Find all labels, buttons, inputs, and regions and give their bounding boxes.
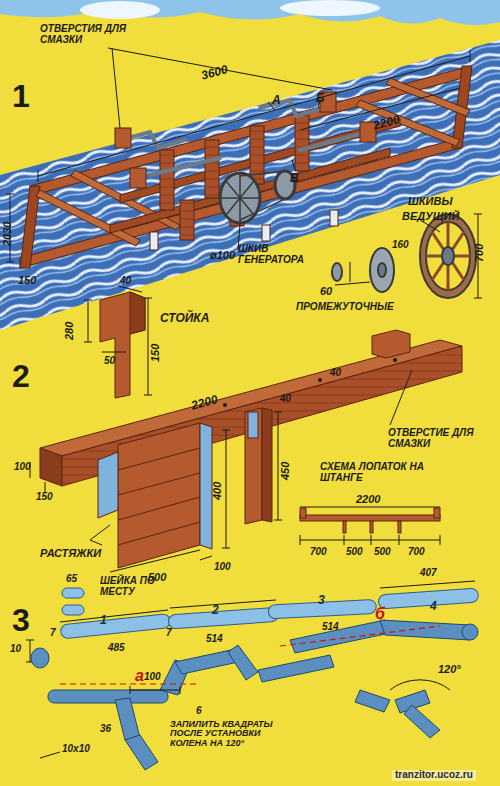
dimension-label: 120° [438, 664, 461, 676]
part-number: 3 [318, 594, 325, 607]
dimension-label: а [135, 668, 144, 685]
dimension-label: ЗАПИЛИТЬ КВАДРАТЫ ПОСЛЕ УСТАНОВКИ КОЛЕНА… [170, 720, 295, 748]
dimension-label: Б [316, 92, 325, 105]
dimension-label: 50 [104, 356, 115, 367]
dimension-label: СТОЙКА [160, 312, 209, 325]
section-number: 3 [12, 604, 30, 638]
dimension-label: 100 [144, 672, 161, 683]
dimension-label: 40 [280, 394, 291, 405]
dimension-label: В [290, 172, 299, 185]
dimension-label: 10х10 [62, 744, 90, 755]
dimension-label: 280 [64, 322, 76, 340]
part-number: 2 [212, 604, 219, 617]
dimension-label: РАСТЯЖКИ [40, 548, 101, 560]
dimension-label: ОТВЕРСТИЯ ДЛЯ СМАЗКИ [40, 24, 145, 45]
dimension-label: ШКИВ ГЕНЕРАТОРА [238, 244, 313, 265]
dimension-label: 407 [420, 568, 437, 579]
dimension-label: ø100 [210, 250, 235, 262]
dimension-label: 100 [214, 562, 231, 573]
dimension-label: 7 [50, 628, 56, 639]
dimension-label: б [375, 606, 385, 623]
section-number: 1 [12, 80, 30, 114]
part-number: 1 [100, 614, 107, 627]
dimension-label: СХЕМА ЛОПАТОК НА ШТАНГЕ [320, 462, 440, 483]
section-number: 2 [12, 360, 30, 394]
dimension-label: ШКИВЫ [408, 196, 452, 208]
dimension-label: 160 [392, 240, 409, 251]
dimension-label: 500 [374, 547, 391, 558]
dimension-label: 65 [66, 574, 77, 585]
dimension-label: 2030 [2, 222, 14, 246]
dimension-label: 500 [346, 547, 363, 558]
dimension-label: 6 [196, 706, 202, 717]
dimension-label: 150 [18, 275, 36, 287]
dimension-label: 700 [474, 244, 486, 262]
dimension-label: 40 [330, 368, 341, 379]
dimension-label: 150 [150, 344, 162, 362]
dimension-label: 100 [14, 462, 31, 473]
dimension-label: ШЕЙКА ПО МЕСТУ [100, 576, 160, 597]
dimension-label: 400 [212, 482, 224, 500]
dimension-label: 514 [206, 634, 223, 645]
dimension-label: 40 [120, 276, 131, 287]
dimension-label: 700 [408, 547, 425, 558]
dimension-label: ВЕДУЩИЙ [402, 211, 459, 223]
dimension-label: ОТВЕРСТИЕ ДЛЯ СМАЗКИ [388, 428, 488, 449]
dimension-label: 514 [322, 622, 339, 633]
dimension-label: 10 [10, 644, 21, 655]
dimension-label: 60 [320, 286, 332, 298]
dimension-label: 150 [36, 492, 53, 503]
dimension-label: 700 [310, 547, 327, 558]
part-number: 4 [430, 600, 437, 613]
dimension-label: 7 [166, 628, 172, 639]
watermark: tranzitor.ucoz.ru [392, 770, 476, 781]
dimension-label: А [272, 94, 281, 107]
dimension-label: 485 [108, 643, 125, 654]
dimension-label: 2200 [356, 494, 380, 506]
dimension-label: 450 [280, 462, 292, 480]
dimension-label: 36 [100, 724, 111, 735]
dimension-label: ПРОМЕЖУТОЧНЫЕ [296, 302, 394, 313]
